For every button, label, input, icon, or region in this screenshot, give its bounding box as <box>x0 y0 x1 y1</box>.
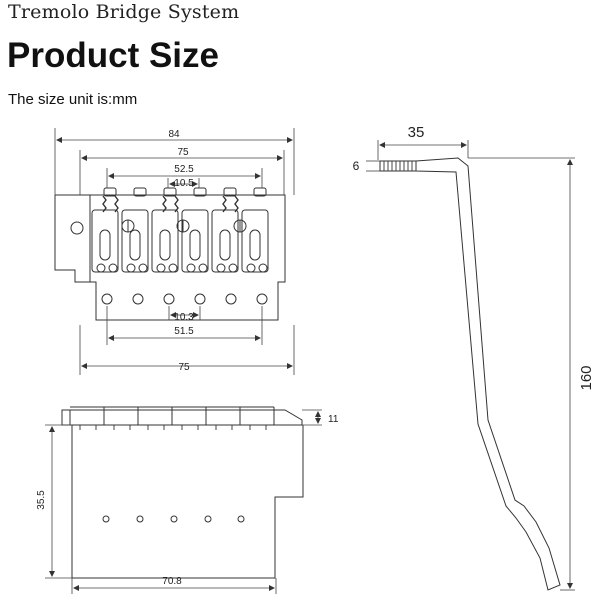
top-view <box>54 187 286 321</box>
dim-block-length: 70.8 <box>162 576 182 587</box>
dim-saddle-span: 75 <box>177 147 189 158</box>
dim-bend-length: 35 <box>408 124 425 141</box>
saddle-strip <box>61 409 303 426</box>
dim-hole-span: 51.5 <box>174 326 194 337</box>
sustain-block <box>71 425 304 579</box>
tremolo-arm <box>379 157 561 591</box>
saddle-springs <box>102 195 239 213</box>
mount-hole-left <box>70 221 84 235</box>
dim-arm-length: 160 <box>578 365 595 390</box>
page-title: Product Size <box>7 36 219 75</box>
arm-dimension-labels: 35 6 160 <box>353 124 595 391</box>
dim-hole-spacing: 10.3 <box>174 312 194 323</box>
side-view-dimensions <box>45 409 322 594</box>
product-header: Tremolo Bridge System <box>8 1 240 23</box>
dim-overall-width: 84 <box>168 129 180 140</box>
side-view-dimension-labels: 11 35.5 70.8 <box>36 414 339 587</box>
dim-block-height: 35.5 <box>36 490 47 510</box>
saddle-screws <box>96 263 268 273</box>
dim-outer-screw-span: 52.5 <box>174 164 194 175</box>
intonation-screw-heads <box>103 187 267 197</box>
top-view-dimensions <box>54 128 295 375</box>
arm-thread <box>379 160 417 172</box>
saddle-marks <box>79 425 267 430</box>
pivot-screws <box>121 219 247 233</box>
dim-thread-diameter: 6 <box>353 159 360 173</box>
top-view-dimension-labels: 84 75 52.5 10.5 10.3 51.5 75 <box>168 129 194 373</box>
dim-base-width: 75 <box>178 362 190 373</box>
dim-string-spacing: 10.5 <box>174 178 194 189</box>
block-holes <box>102 515 245 523</box>
arm-body <box>415 157 561 591</box>
arm-dimensions <box>366 140 575 591</box>
unit-note: The size unit is:mm <box>8 91 138 108</box>
base-plate-outline <box>54 194 286 321</box>
thread-lines <box>383 161 413 171</box>
dim-saddle-height: 11 <box>328 414 339 425</box>
saddle-row <box>91 209 269 273</box>
side-view <box>61 406 304 579</box>
string-holes <box>101 293 268 305</box>
